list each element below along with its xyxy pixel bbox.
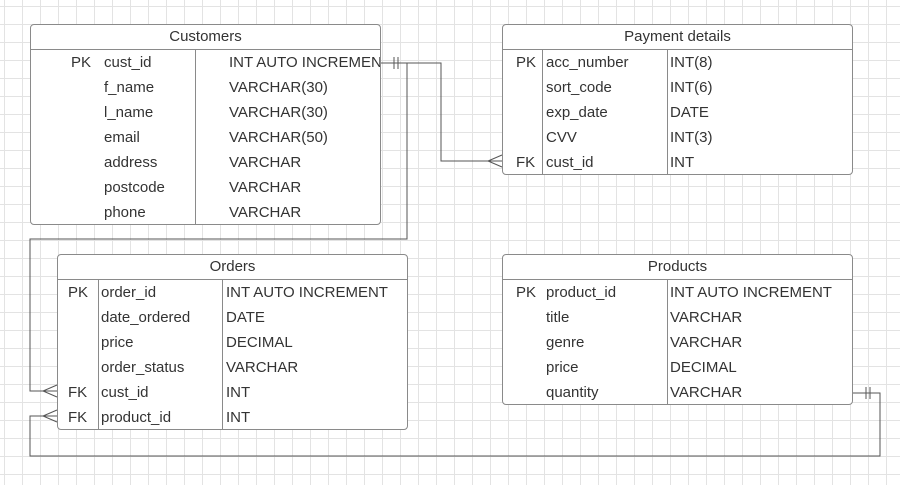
- field-type: DECIMAL: [670, 359, 737, 376]
- field-row[interactable]: genre VARCHAR: [503, 330, 852, 355]
- key-marker: PK: [516, 284, 537, 301]
- field-name: product_id: [101, 409, 172, 426]
- field-row[interactable]: PK cust_id INT AUTO INCREMENT: [31, 50, 380, 75]
- field-name: acc_number: [546, 54, 629, 71]
- field-type: INT(6): [670, 79, 713, 96]
- field-name: title: [546, 309, 570, 326]
- field-type: DATE: [670, 104, 709, 121]
- field-type: VARCHAR: [226, 359, 299, 376]
- field-type: VARCHAR(50): [229, 129, 328, 146]
- orders-title: Orders: [58, 255, 407, 280]
- field-type: VARCHAR(30): [229, 79, 328, 96]
- field-row[interactable]: FK cust_id INT: [503, 150, 852, 174]
- field-row[interactable]: l_name VARCHAR(30): [31, 100, 380, 125]
- field-type: VARCHAR(30): [229, 104, 328, 121]
- field-name: cust_id: [546, 154, 594, 171]
- field-row[interactable]: PK product_id INT AUTO INCREMENT: [503, 280, 852, 305]
- connector-customers-payment: [381, 62, 502, 162]
- field-name: order_status: [101, 359, 185, 376]
- key-marker: FK: [68, 409, 88, 426]
- customers-title: Customers: [31, 25, 380, 50]
- key-marker: PK: [68, 284, 89, 301]
- key-marker: FK: [516, 154, 536, 171]
- field-type: VARCHAR: [229, 204, 302, 221]
- field-row[interactable]: f_name VARCHAR(30): [31, 75, 380, 100]
- field-row[interactable]: address VARCHAR: [31, 150, 380, 175]
- field-type: VARCHAR: [670, 384, 743, 401]
- field-name: date_ordered: [101, 309, 191, 326]
- field-type: DATE: [226, 309, 265, 326]
- field-type: DECIMAL: [226, 334, 293, 351]
- field-row[interactable]: CVV INT(3): [503, 125, 852, 150]
- field-type: VARCHAR: [670, 309, 743, 326]
- field-row[interactable]: PK order_id INT AUTO INCREMENT: [58, 280, 407, 305]
- payment-details-title: Payment details: [503, 25, 852, 50]
- field-name: price: [546, 359, 579, 376]
- products-table[interactable]: Products PK product_id INT AUTO INCREMENT t…: [502, 254, 853, 405]
- connector-products-orders: [29, 392, 881, 457]
- field-name: product_id: [546, 284, 617, 301]
- column-divider: [667, 280, 668, 404]
- field-type: INT: [670, 154, 695, 171]
- field-type: VARCHAR: [229, 179, 302, 196]
- field-name: quantity: [546, 384, 599, 401]
- field-name: l_name: [104, 104, 154, 121]
- field-name: order_id: [101, 284, 157, 301]
- field-type: VARCHAR: [229, 154, 302, 171]
- field-name: postcode: [104, 179, 165, 196]
- products-title: Products: [503, 255, 852, 280]
- field-row[interactable]: price DECIMAL: [58, 330, 407, 355]
- field-row[interactable]: postcode VARCHAR: [31, 175, 380, 200]
- field-type: INT: [226, 384, 251, 401]
- column-divider: [542, 50, 543, 174]
- many-marker: [41, 409, 58, 423]
- field-row[interactable]: quantity VARCHAR: [503, 380, 852, 404]
- field-row[interactable]: date_ordered DATE: [58, 305, 407, 330]
- customers-table[interactable]: Customers PK cust_id INT AUTO INCREMENT f_n…: [30, 24, 381, 225]
- field-row[interactable]: sort_code INT(6): [503, 75, 852, 100]
- field-type: INT: [226, 409, 251, 426]
- field-type: INT AUTO INCREMENT: [670, 284, 832, 301]
- field-name: cust_id: [101, 384, 149, 401]
- key-marker: FK: [68, 384, 88, 401]
- many-marker: [41, 384, 58, 398]
- field-row[interactable]: FK product_id INT: [58, 405, 407, 429]
- field-row[interactable]: order_status VARCHAR: [58, 355, 407, 380]
- field-type: INT(8): [670, 54, 713, 71]
- field-type: INT AUTO INCREMENT: [226, 284, 388, 301]
- field-name: cust_id: [104, 54, 152, 71]
- field-type: VARCHAR: [670, 334, 743, 351]
- field-row[interactable]: FK cust_id INT: [58, 380, 407, 405]
- field-name: address: [104, 154, 158, 171]
- field-name: CVV: [546, 129, 577, 146]
- field-name: genre: [546, 334, 585, 351]
- field-row[interactable]: price DECIMAL: [503, 355, 852, 380]
- field-row[interactable]: title VARCHAR: [503, 305, 852, 330]
- field-row[interactable]: exp_date DATE: [503, 100, 852, 125]
- field-name: exp_date: [546, 104, 608, 121]
- field-type: INT(3): [670, 129, 713, 146]
- column-divider: [667, 50, 668, 174]
- field-name: phone: [104, 204, 146, 221]
- many-marker: [486, 154, 503, 168]
- field-row[interactable]: phone VARCHAR: [31, 200, 380, 224]
- key-marker: PK: [516, 54, 537, 71]
- field-name: email: [104, 129, 140, 146]
- column-divider: [222, 280, 223, 429]
- field-row[interactable]: PK acc_number INT(8): [503, 50, 852, 75]
- field-type: INT AUTO INCREMENT: [229, 54, 381, 71]
- connector-customers-orders: [29, 62, 408, 392]
- field-name: f_name: [104, 79, 155, 96]
- field-name: price: [101, 334, 134, 351]
- column-divider: [195, 50, 196, 224]
- field-row[interactable]: email VARCHAR(50): [31, 125, 380, 150]
- column-divider: [98, 280, 99, 429]
- field-name: sort_code: [546, 79, 612, 96]
- orders-table[interactable]: Orders PK order_id INT AUTO INCREMENT date_…: [57, 254, 408, 430]
- payment-details-table[interactable]: Payment details PK acc_number INT(8) sort_c…: [502, 24, 853, 175]
- key-marker: PK: [71, 54, 92, 71]
